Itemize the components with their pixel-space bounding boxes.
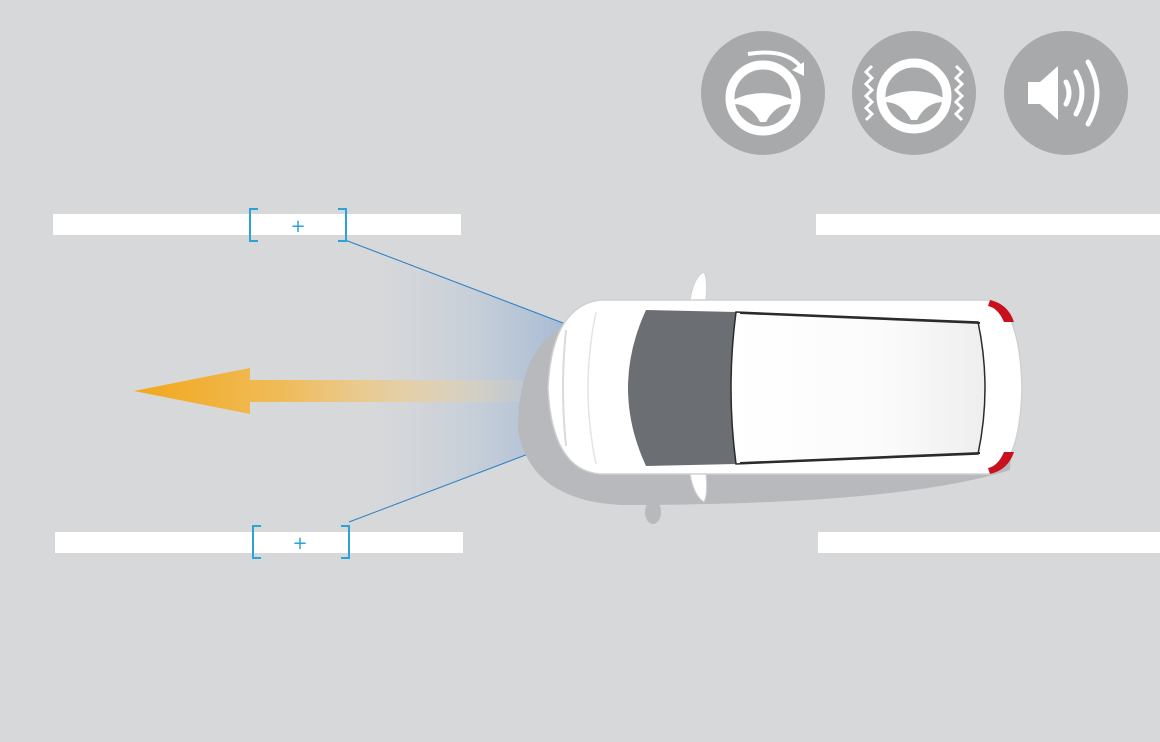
left-tail-light [988, 300, 1014, 322]
upper-lane-target: + [249, 208, 347, 242]
steering-correction-icon [701, 31, 825, 155]
roof [730, 311, 986, 465]
left-mirror [689, 271, 708, 301]
lower-target-marker: + [292, 533, 307, 554]
upper-target-marker: + [290, 216, 305, 237]
right-tail-light [988, 452, 1014, 474]
travel-direction-arrow [134, 368, 560, 414]
upper-right-lane-line [816, 214, 1160, 235]
right-mirror [689, 473, 708, 503]
lane-markings [53, 214, 1160, 553]
steering-vibration-icon [852, 31, 976, 155]
upper-left-lane-line [53, 214, 461, 235]
lower-left-lane-line [55, 532, 463, 553]
audible-alert-icon [1004, 31, 1128, 155]
vehicle [518, 271, 1023, 524]
windshield [628, 310, 736, 466]
lower-right-lane-line [818, 532, 1160, 553]
lower-lane-target: + [252, 525, 350, 559]
